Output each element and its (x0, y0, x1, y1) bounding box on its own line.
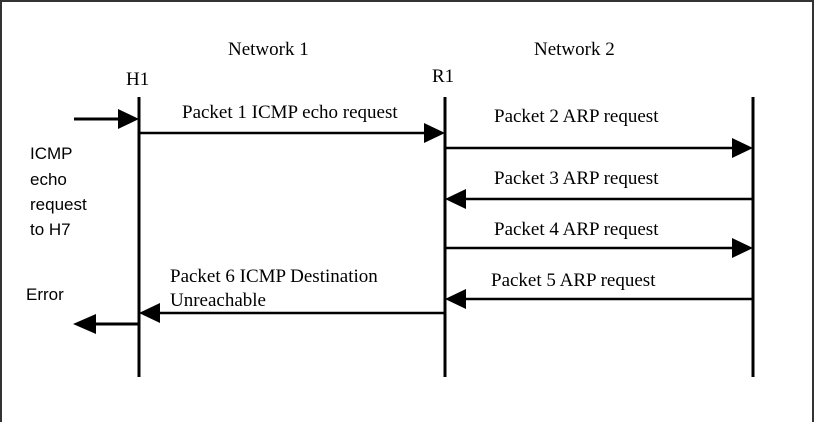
network-1-label: Network 1 (228, 39, 309, 60)
error-label: Error (26, 285, 64, 304)
incoming-request-arrow (74, 109, 139, 129)
icmp-note-line-2: echo (30, 170, 67, 189)
packet-5-arrow (445, 289, 753, 309)
packet-4-arrow (445, 238, 753, 258)
packet-1-arrow (139, 123, 445, 143)
icmp-note-line-3: request (30, 195, 87, 214)
packet-3-arrow (445, 189, 753, 209)
network-2-label: Network 2 (534, 39, 615, 60)
packet-5-label: Packet 5 ARP request (491, 270, 656, 291)
h1-label: H1 (126, 69, 149, 90)
packet-1-label: Packet 1 ICMP echo request (182, 102, 398, 123)
packet-6-label-line-1: Packet 6 ICMP Destination (170, 266, 378, 287)
packet-6-label-line-2: Unreachable (170, 290, 266, 311)
packet-2-label: Packet 2 ARP request (494, 106, 659, 127)
packet-2-arrow (445, 138, 753, 158)
r1-label: R1 (432, 66, 454, 87)
icmp-note-line-1: ICMP (30, 144, 73, 163)
packet-6-arrow (139, 303, 445, 323)
packet-3-label: Packet 3 ARP request (494, 168, 659, 189)
error-arrow (73, 314, 139, 334)
packet-4-label: Packet 4 ARP request (494, 219, 659, 240)
icmp-note-line-4: to H7 (30, 220, 71, 239)
